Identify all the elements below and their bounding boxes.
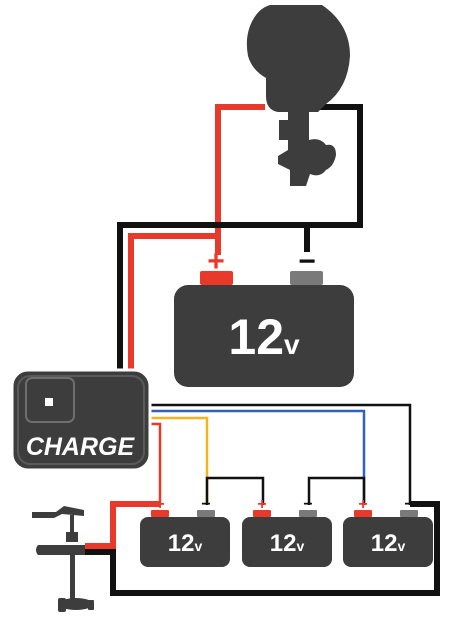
trolling-battery-voltage: 12v [371, 530, 406, 557]
outboard-negative-wire [304, 104, 363, 252]
jumper-1-2 [205, 476, 265, 505]
charger-main-negative-wire [117, 222, 307, 372]
trolling-battery-negative-sign: − [201, 496, 210, 513]
main-battery-body [174, 285, 354, 387]
trolling-battery-positive-sign: + [358, 496, 367, 513]
charger: CHARGE [10, 368, 152, 472]
trolling-battery-positive-terminal [151, 510, 169, 517]
trolling-battery-body [343, 517, 433, 567]
trolling-battery-negative-terminal [400, 510, 418, 517]
trolling-battery: +−12v [343, 496, 433, 567]
charger-bank-blue-wire [150, 409, 366, 505]
trolling-battery-negative-terminal [197, 510, 215, 517]
main-battery-voltage-number: 12 [228, 309, 284, 365]
jumper-2-3 [307, 476, 366, 505]
trolling-battery-negative-sign: − [303, 496, 312, 513]
charger-bank-yellow-wire [150, 416, 209, 505]
trolling-negative-wire [85, 501, 440, 596]
trolling-battery: +−12v [242, 496, 332, 567]
trolling-battery-voltage-unit: v [296, 538, 304, 554]
main-battery-negative-terminal [290, 271, 323, 285]
trolling-motor-icon [32, 506, 94, 612]
trolling-battery-body [242, 517, 332, 567]
main-battery-positive-sign: + [207, 245, 225, 278]
main-battery-positive-terminal [200, 271, 233, 285]
trolling-battery: +−12v [140, 496, 230, 567]
charger-led-icon [45, 398, 53, 406]
trolling-battery-voltage-number: 12 [270, 530, 297, 557]
trolling-battery-voltage-unit: v [194, 538, 202, 554]
charger-bank-black-wire [150, 403, 412, 505]
main-battery: + − 12v [174, 245, 354, 387]
charger-main-positive-wire [128, 233, 221, 372]
trolling-battery-positive-sign: + [155, 496, 164, 513]
trolling-battery-negative-sign: − [404, 496, 413, 513]
trolling-battery-positive-terminal [253, 510, 271, 517]
trolling-positive-wire [85, 501, 160, 549]
charger-bank-red-wire [150, 422, 162, 505]
outboard-motor-icon [246, 5, 350, 186]
trolling-battery-voltage-number: 12 [168, 530, 195, 557]
main-battery-negative-sign: − [298, 245, 316, 278]
trolling-battery-voltage-unit: v [397, 538, 405, 554]
charger-label: CHARGE [26, 433, 136, 461]
trolling-battery-voltage: 12v [270, 530, 305, 557]
trolling-battery-bank: +−12v+−12v+−12v [140, 496, 433, 567]
trolling-battery-negative-terminal [299, 510, 317, 517]
outboard-positive-wire [215, 104, 265, 240]
charger-inner-outline [17, 375, 145, 465]
trolling-battery-positive-sign: + [257, 496, 266, 513]
wires [85, 104, 440, 596]
trolling-battery-voltage-number: 12 [371, 530, 398, 557]
trolling-battery-body [140, 517, 230, 567]
trolling-battery-voltage: 12v [168, 530, 203, 557]
main-battery-voltage: 12v [228, 309, 300, 365]
main-battery-voltage-unit: v [284, 329, 300, 360]
trolling-battery-positive-terminal [354, 510, 372, 517]
